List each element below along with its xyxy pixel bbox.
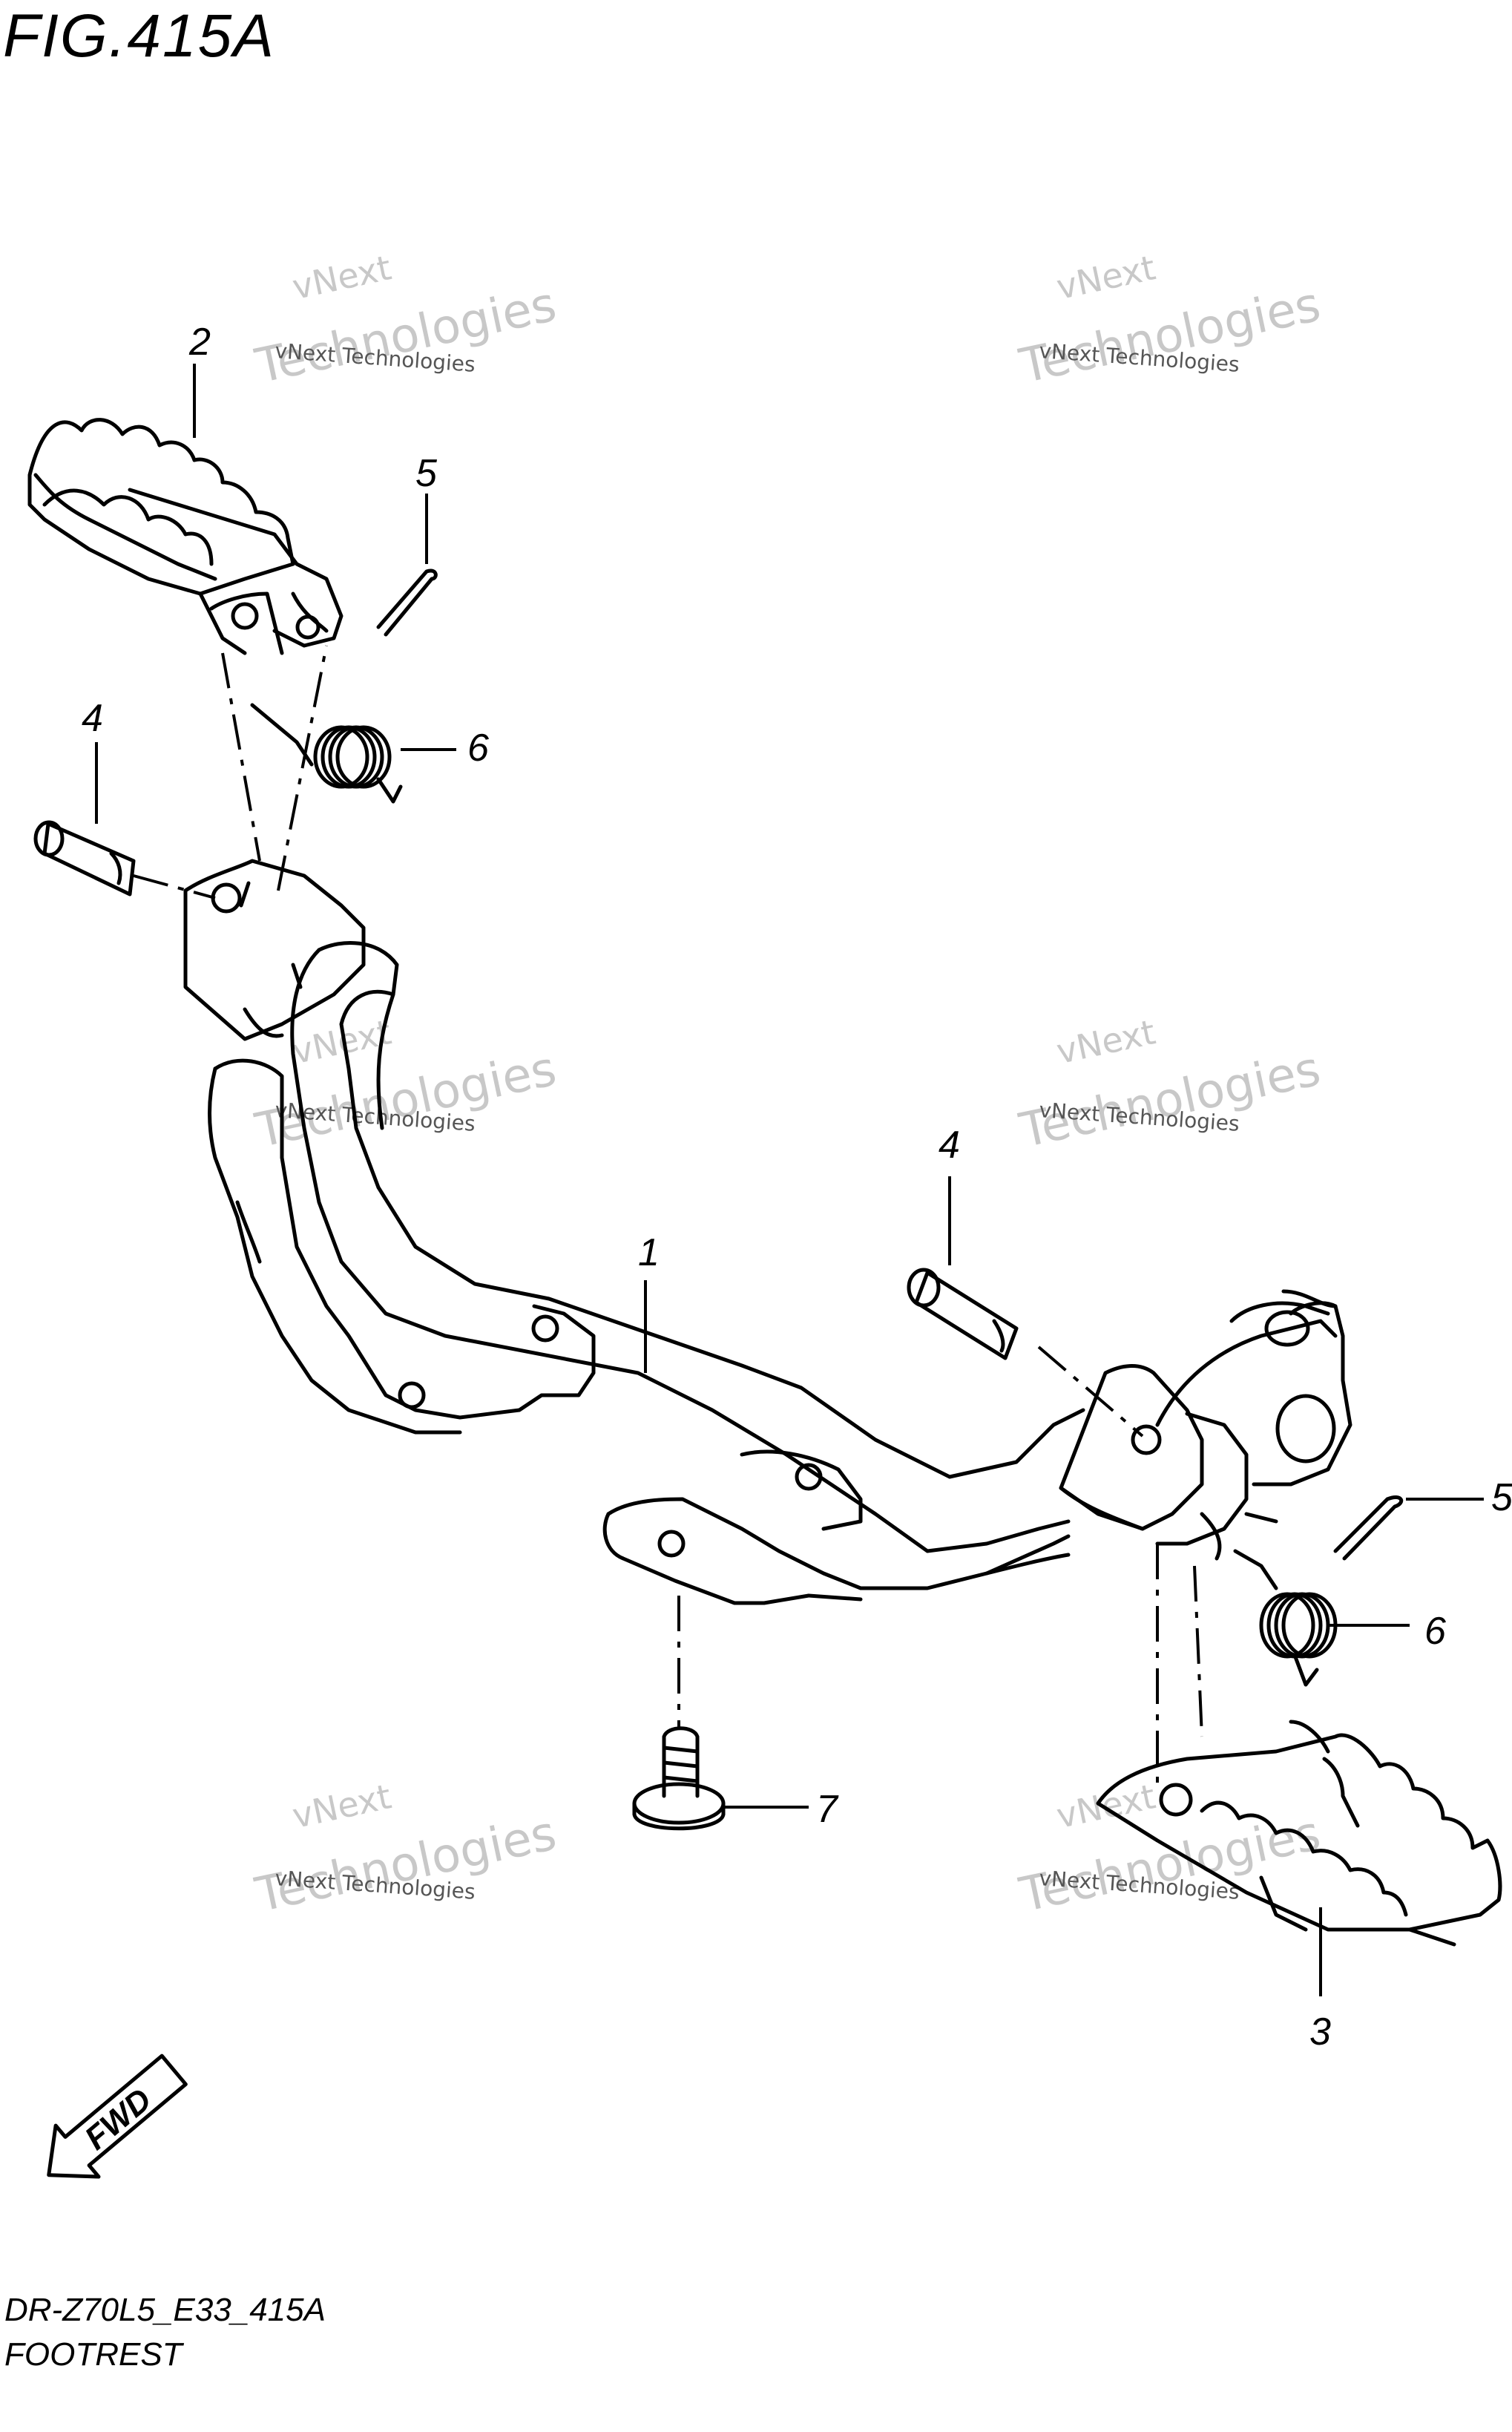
model-code: DR-Z70L5_E33_415A [4,2292,326,2328]
callouts: 2 5 4 6 4 1 5 6 7 3 [82,321,1512,2054]
right-spring [1233,1549,1338,1687]
left-footpeg [27,418,344,655]
right-pin [907,1268,1019,1360]
watermark-line1: vNext [289,247,395,307]
fwd-arrow: FWD [47,2054,188,2179]
watermark: vNext Technologies [1015,1012,1326,1158]
leader-lines [95,364,1484,1996]
callout-1: 1 [638,1231,660,1274]
watermark-line1: vNext [289,1776,395,1836]
left-pin [33,820,136,897]
section-name: FOOTREST [4,2336,183,2373]
callout-4: 4 [82,697,103,740]
left-bracket [183,859,366,1041]
callout-7: 7 [816,1788,839,1831]
callout-6: 6 [1424,1610,1446,1653]
callout-5: 5 [415,452,438,495]
right-bracket [1059,1289,1352,1561]
left-cotter-pin [376,568,438,637]
callout-5: 5 [1491,1476,1512,1519]
watermark-line1: vNext [1053,1012,1159,1072]
figure-title: FIG.415A [3,2,275,70]
watermark: vNext Technologies [251,1012,562,1158]
right-footpeg [1096,1720,1502,1947]
callout-3: 3 [1309,2010,1331,2054]
watermarks: vNext Technologies vNext Technologies vN… [251,247,1326,1923]
right-cotter-pin [1333,1495,1404,1561]
callout-2: 2 [188,321,211,364]
callout-6: 6 [467,727,489,770]
alignment-lines [133,645,1203,1789]
left-spring [250,703,403,804]
callout-4: 4 [939,1124,960,1167]
watermark-line1: vNext [1053,247,1159,307]
footrest-frame [208,941,1085,1605]
bolt [632,1726,726,1831]
